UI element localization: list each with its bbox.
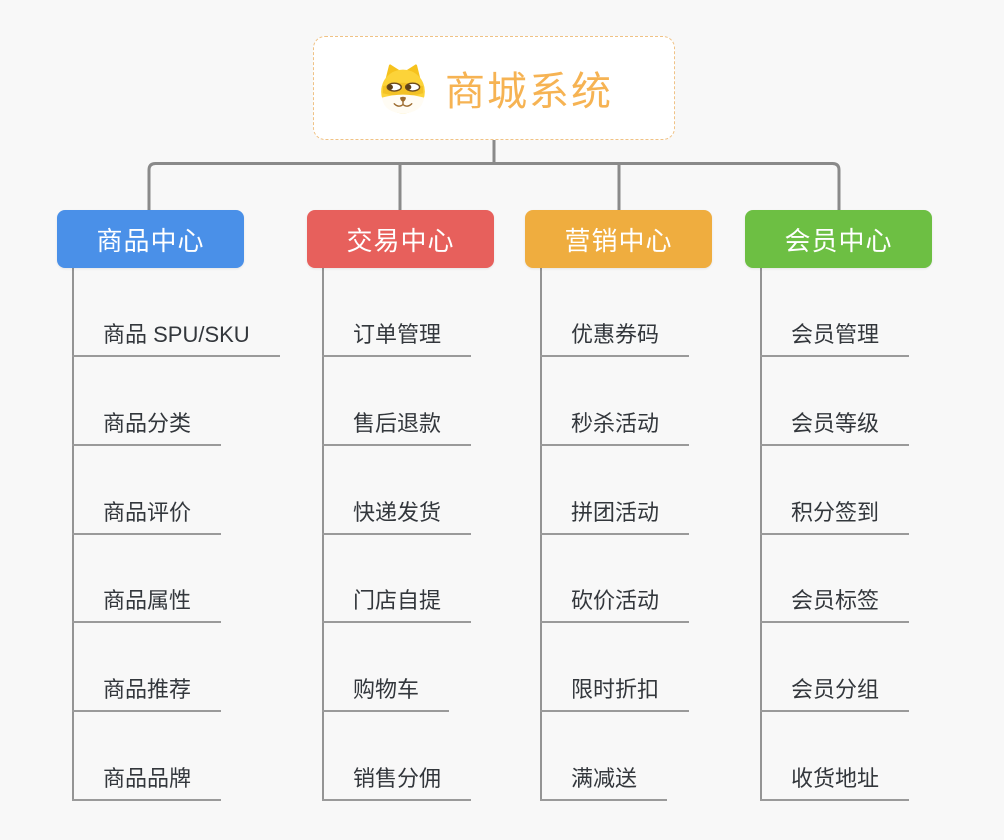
branch-node-trade-center[interactable]: 交易中心 bbox=[307, 210, 494, 268]
leaf-node[interactable]: 砍价活动 bbox=[540, 588, 690, 623]
leaf-node[interactable]: 秒杀活动 bbox=[540, 411, 690, 446]
leaf-node[interactable]: 快递发货 bbox=[322, 500, 472, 535]
leaf-node[interactable]: 会员分组 bbox=[760, 677, 910, 712]
leaf-node[interactable]: 购物车 bbox=[322, 677, 450, 712]
leaf-node[interactable]: 限时折扣 bbox=[540, 677, 690, 712]
root-node[interactable]: 商城系统 bbox=[313, 36, 675, 140]
leaf-node[interactable]: 商品分类 bbox=[72, 411, 222, 446]
leaf-node[interactable]: 商品推荐 bbox=[72, 677, 222, 712]
leaf-node[interactable]: 商品属性 bbox=[72, 588, 222, 623]
branch-node-product-center[interactable]: 商品中心 bbox=[57, 210, 244, 268]
leaf-node[interactable]: 商品品牌 bbox=[72, 766, 222, 801]
leaf-node[interactable]: 拼团活动 bbox=[540, 500, 690, 535]
leaf-node[interactable]: 销售分佣 bbox=[322, 766, 472, 801]
leaf-node[interactable]: 订单管理 bbox=[322, 322, 472, 357]
leaf-node[interactable]: 门店自提 bbox=[322, 588, 472, 623]
leaf-node[interactable]: 商品 SPU/SKU bbox=[72, 322, 280, 357]
leaf-node[interactable]: 满减送 bbox=[540, 766, 668, 801]
branch-bus-line bbox=[147, 162, 841, 210]
branch-node-marketing-center[interactable]: 营销中心 bbox=[525, 210, 712, 268]
root-title: 商城系统 bbox=[445, 70, 613, 114]
leaf-node[interactable]: 商品评价 bbox=[72, 500, 222, 535]
leaf-node[interactable]: 优惠券码 bbox=[540, 322, 690, 357]
branch-node-member-center[interactable]: 会员中心 bbox=[745, 210, 932, 268]
leaf-node[interactable]: 会员管理 bbox=[760, 322, 910, 357]
leaf-node[interactable]: 收货地址 bbox=[760, 766, 910, 801]
leaf-node[interactable]: 积分签到 bbox=[760, 500, 910, 535]
dog-face-icon bbox=[381, 64, 425, 114]
leaf-node[interactable]: 售后退款 bbox=[322, 411, 472, 446]
leaf-node[interactable]: 会员等级 bbox=[760, 411, 910, 446]
leaf-node[interactable]: 会员标签 bbox=[760, 588, 910, 623]
